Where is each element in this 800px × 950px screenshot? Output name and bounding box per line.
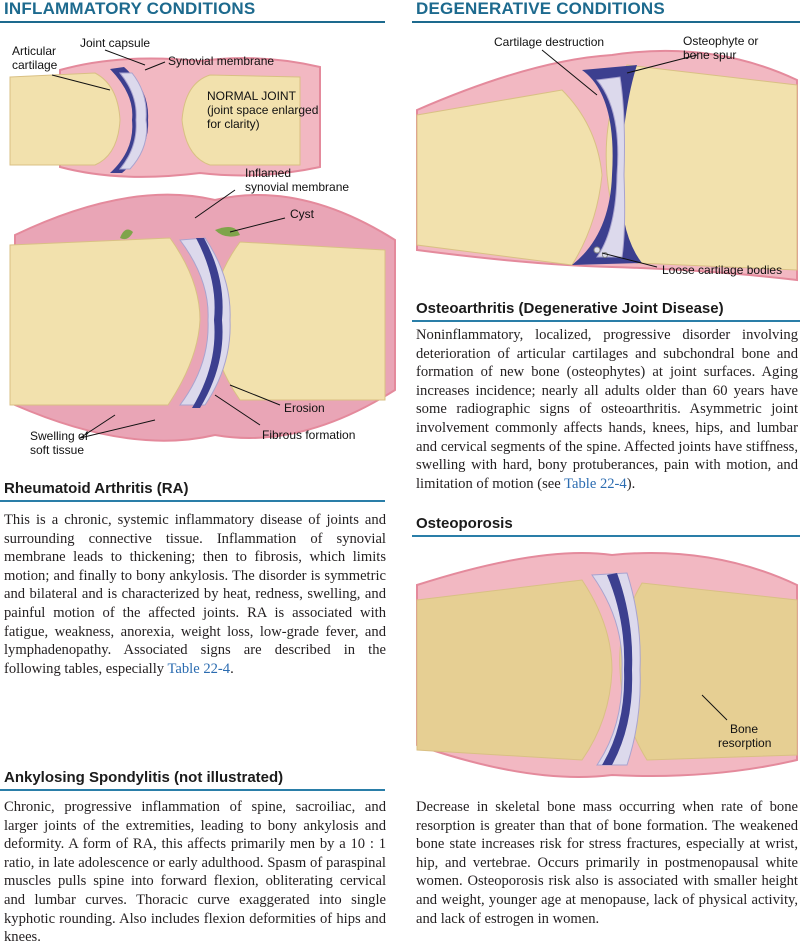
osteoporosis-figure: Bone resorption <box>416 552 798 778</box>
label-erosion: Erosion <box>284 401 325 415</box>
label-cyst: Cyst <box>290 207 315 221</box>
label-swelling-1: Swelling of <box>30 429 89 443</box>
label-osteophyte-1: Osteophyte or <box>683 34 758 48</box>
oa-joint-figure: Cartilage destruction Osteophyte or bone… <box>416 34 798 282</box>
as-rule <box>0 789 385 791</box>
label-cartilage-destruction: Cartilage destruction <box>494 35 604 49</box>
label-loose-bodies: Loose cartilage bodies <box>662 263 782 277</box>
label-articular: Articular <box>12 44 56 58</box>
label-normal-joint-2: (joint space enlarged <box>207 103 318 117</box>
ra-title: Rheumatoid Arthritis (RA) <box>4 480 189 497</box>
normal-joint-figure: Articular cartilage Joint capsule Synovi… <box>9 36 321 178</box>
label-synovial-membrane: Synovial membrane <box>168 54 274 68</box>
osteoporosis-text: Decrease in skeletal bone mass occurring… <box>416 799 798 927</box>
inflammatory-rule <box>0 21 385 23</box>
ra-table-link[interactable]: Table 22-4 <box>167 660 231 677</box>
degenerative-heading: DEGENERATIVE CONDITIONS <box>416 0 665 18</box>
as-text: Chronic, progressive inflammation of spi… <box>4 799 386 946</box>
label-joint-capsule: Joint capsule <box>80 36 150 50</box>
oa-title: Osteoarthritis (Degenerative Joint Disea… <box>416 300 724 317</box>
label-resorption: resorption <box>718 736 771 750</box>
oa-rule <box>412 320 800 322</box>
ra-rule <box>0 500 385 502</box>
ra-text: This is a chronic, systemic inflammatory… <box>4 512 386 677</box>
label-osteophyte-2: bone spur <box>683 48 736 62</box>
label-inflamed-2: synovial membrane <box>245 180 349 194</box>
label-cartilage: cartilage <box>12 58 58 72</box>
as-title: Ankylosing Spondylitis (not illustrated) <box>4 769 284 786</box>
oa-table-link[interactable]: Table 22-4 <box>564 475 627 492</box>
label-fibrous-formation: Fibrous formation <box>262 428 355 442</box>
osteoporosis-rule <box>412 535 800 537</box>
inflammatory-heading: INFLAMMATORY CONDITIONS <box>4 0 256 18</box>
label-normal-joint-3: for clarity) <box>207 117 260 131</box>
label-inflamed-1: Inflamed <box>245 166 291 180</box>
oa-text: Noninflammatory, localized, progressive … <box>416 327 798 492</box>
ra-joint-figure: Inflamed synovial membrane Cyst Erosion … <box>9 166 396 457</box>
label-normal-joint-1: NORMAL JOINT <box>207 89 297 103</box>
osteoporosis-title: Osteoporosis <box>416 515 513 532</box>
degenerative-rule <box>412 21 800 23</box>
label-swelling-2: soft tissue <box>30 443 84 457</box>
label-bone: Bone <box>730 722 758 736</box>
